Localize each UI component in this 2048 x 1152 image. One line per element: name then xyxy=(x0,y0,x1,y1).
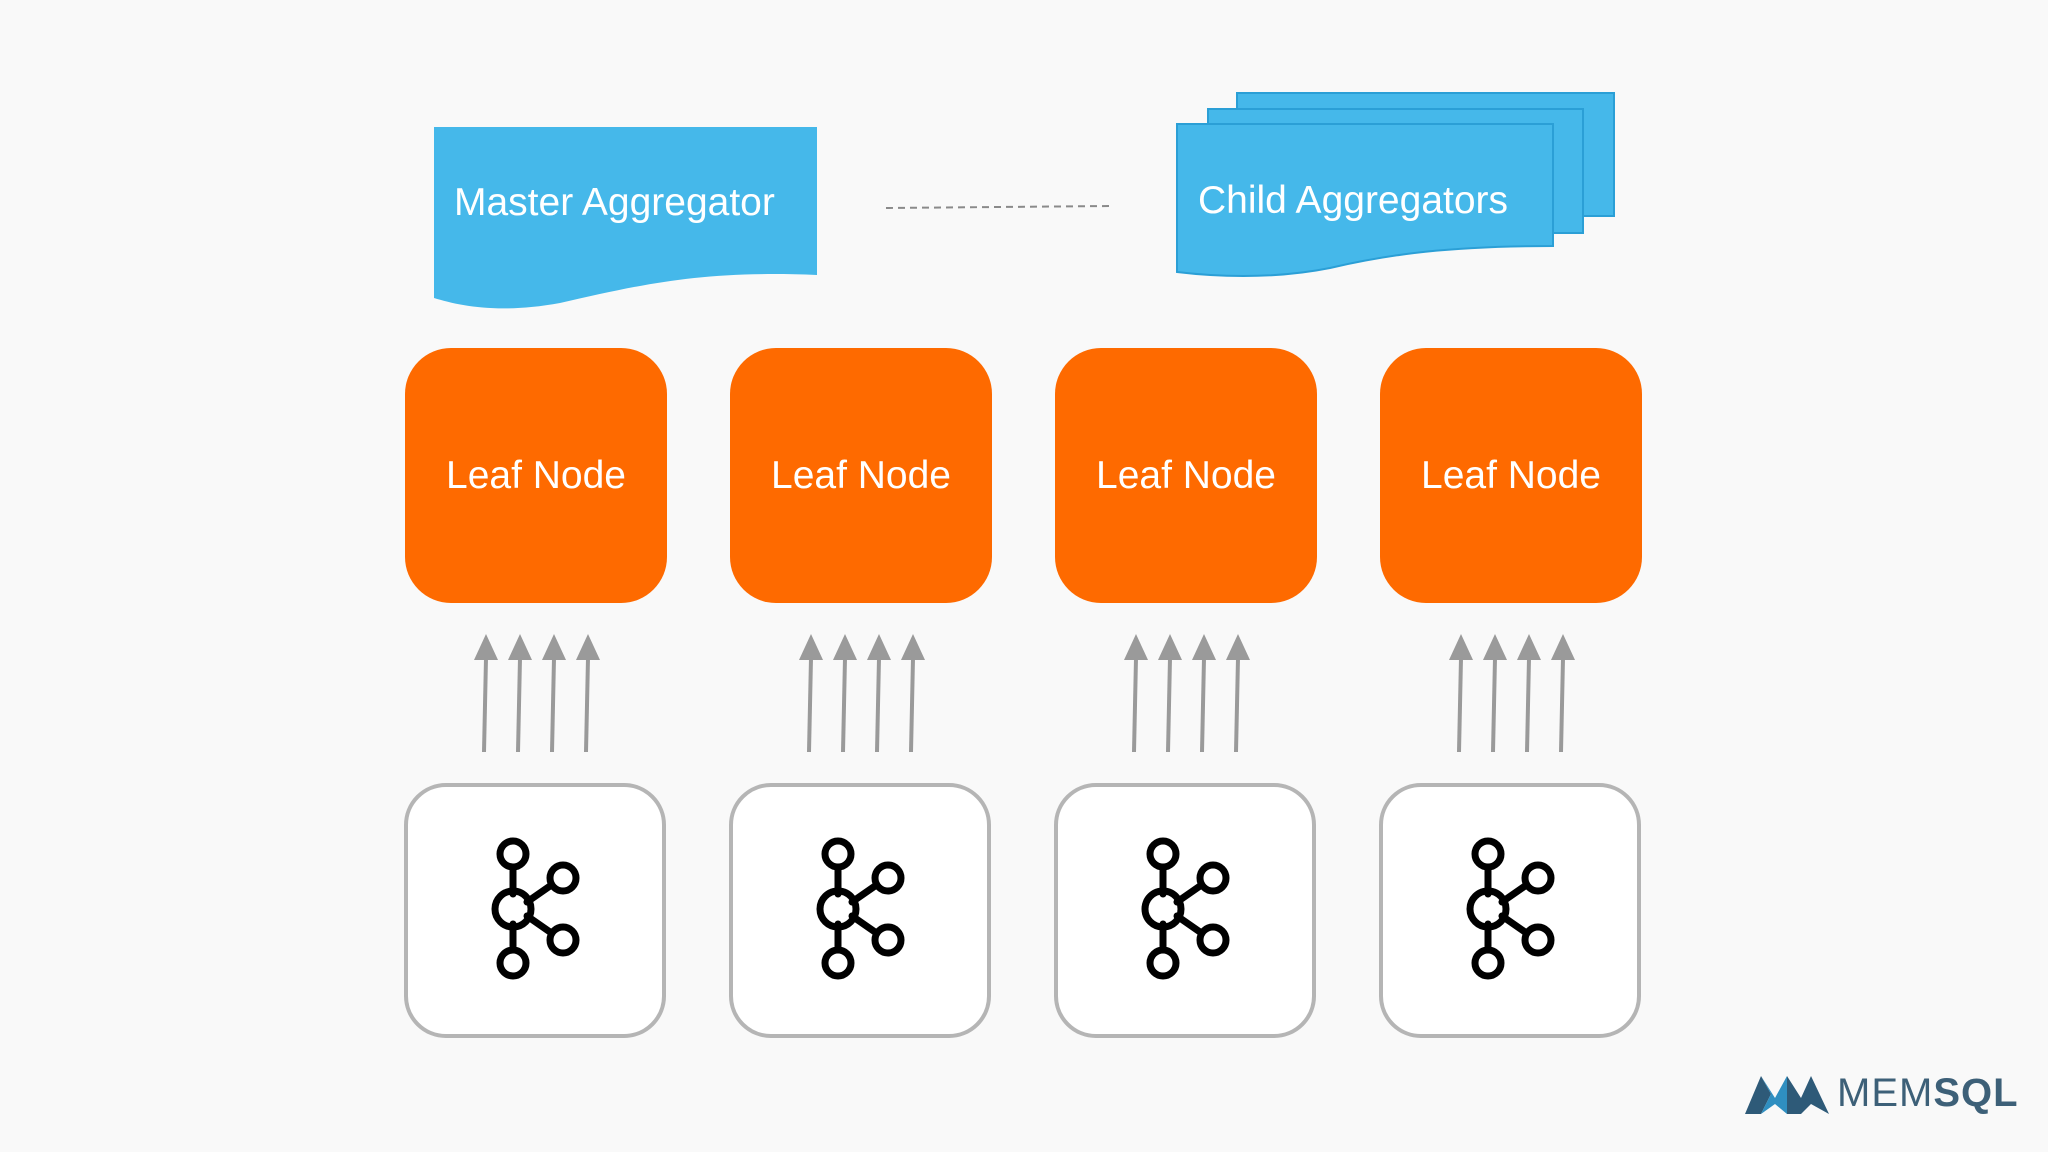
leaf-node-1: Leaf Node xyxy=(405,348,667,603)
aggregator-connector-line xyxy=(885,205,1111,209)
arrow-group-2 xyxy=(797,632,927,754)
kafka-source-3 xyxy=(1054,783,1316,1038)
kafka-icon xyxy=(491,837,580,979)
kafka-icon xyxy=(1141,837,1230,979)
leaf-node-label: Leaf Node xyxy=(771,454,951,497)
memsql-logo-text: MEMSQL xyxy=(1837,1071,2019,1116)
logo-text-bold: SQL xyxy=(1933,1070,2019,1115)
kafka-source-4 xyxy=(1379,783,1641,1038)
leaf-node-label: Leaf Node xyxy=(446,454,626,497)
logo-text-light: MEM xyxy=(1837,1070,1934,1115)
kafka-source-2 xyxy=(729,783,991,1038)
kafka-source-1 xyxy=(404,783,666,1038)
leaf-node-2: Leaf Node xyxy=(730,348,992,603)
arrow-group-3 xyxy=(1122,632,1252,754)
leaf-node-label: Leaf Node xyxy=(1096,454,1276,497)
memsql-logo-icon xyxy=(1745,1076,1829,1114)
master-aggregator-label: Master Aggregator xyxy=(454,181,775,224)
child-aggregators-label: Child Aggregators xyxy=(1198,179,1509,222)
leaf-node-3: Leaf Node xyxy=(1055,348,1317,603)
master-aggregator-shape xyxy=(434,127,817,309)
arrow-group-1 xyxy=(472,632,602,754)
kafka-icon xyxy=(1466,837,1555,979)
memsql-logo: MEMSQL xyxy=(1745,1070,2019,1116)
leaf-node-4: Leaf Node xyxy=(1380,348,1642,603)
arrow-group-4 xyxy=(1447,632,1577,754)
leaf-node-label: Leaf Node xyxy=(1421,454,1601,497)
child-aggregators-shape xyxy=(1176,92,1615,277)
kafka-icon xyxy=(816,837,905,979)
